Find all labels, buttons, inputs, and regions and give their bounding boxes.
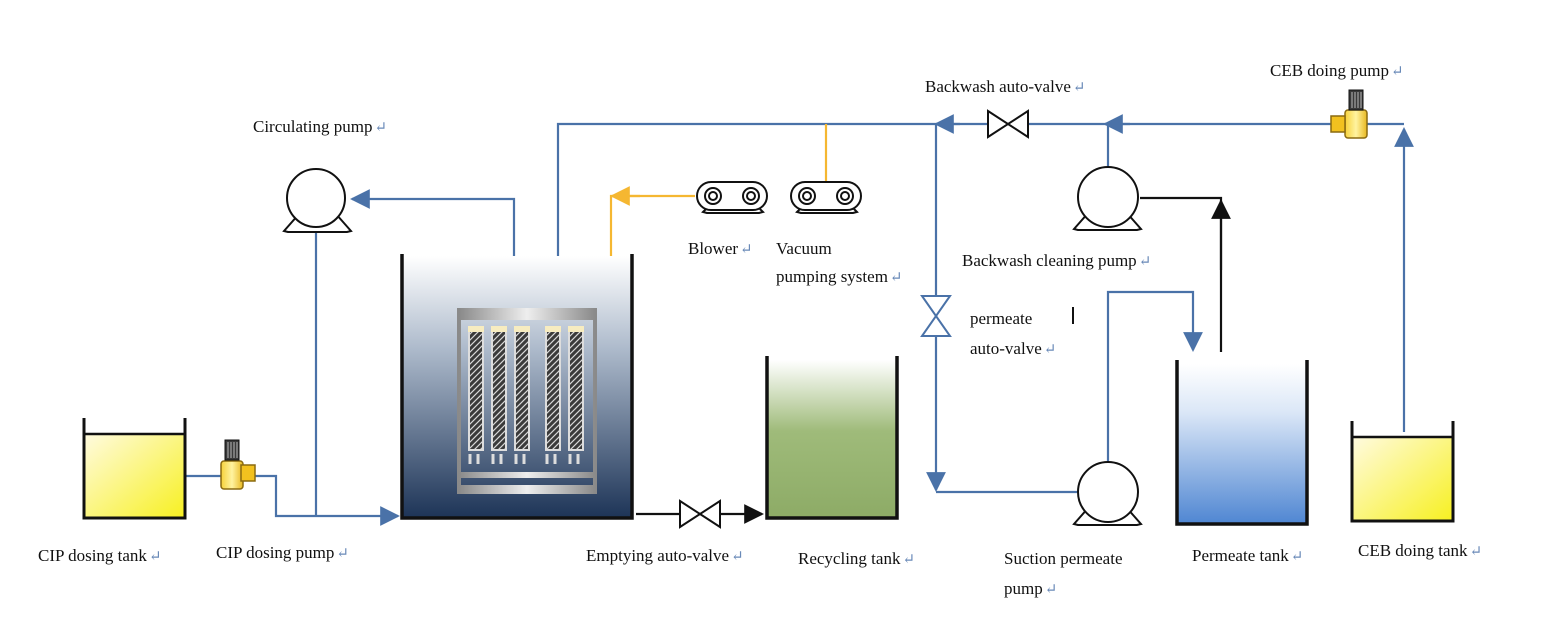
label-permeate-line1: permeate [970, 309, 1032, 328]
emptying-auto-valve[interactable] [679, 499, 721, 529]
label-backwash-auto-valve: Backwash auto-valve↵ [925, 77, 1085, 96]
label-cip-dosing-pump: CIP dosing pump↵ [216, 543, 349, 562]
top-header-pipe [556, 122, 1108, 305]
label-suction-line2: pump↵ [1004, 579, 1057, 598]
label-permeate-line2: auto-valve↵ [970, 339, 1056, 358]
label-circulating-pump: Circulating pump↵ [253, 117, 387, 136]
cip-dosing-pump[interactable] [220, 439, 256, 490]
backwash-pump-return [1140, 196, 1223, 352]
permeate-tank [1175, 360, 1309, 526]
label-vacuum-line1: Vacuum [776, 239, 832, 258]
label-ceb-doing-tank: CEB doing tank↵ [1358, 541, 1482, 560]
cip-pump-to-reactor [254, 474, 400, 526]
ceb-doing-pump[interactable] [1330, 89, 1368, 139]
membrane-module [457, 308, 597, 494]
ceb-doing-tank [1350, 421, 1455, 523]
label-permeate-tank: Permeate tank↵ [1192, 546, 1303, 565]
label-vacuum-line2: pumping system↵ [776, 267, 903, 286]
permeate-auto-valve[interactable] [920, 295, 952, 337]
label-suction-line1: Suction permeate [1004, 549, 1123, 568]
backwash-cleaning-pump[interactable] [1072, 166, 1143, 231]
cip-dosing-tank [82, 418, 187, 520]
label-emptying-auto-valve: Emptying auto-valve↵ [586, 546, 744, 565]
vacuum-pumping-system[interactable] [790, 181, 862, 214]
suction-permeate-pump[interactable] [1072, 461, 1143, 526]
label-recycling-tank: Recycling tank↵ [798, 549, 915, 568]
labels: Circulating pump↵ Backwash auto-valve↵ C… [38, 61, 1482, 598]
blower[interactable] [696, 181, 768, 214]
label-blower: Blower↵ [688, 239, 753, 258]
label-backwash-cleaning-pump: Backwash cleaning pump↵ [962, 251, 1151, 270]
suction-outlet-pipe [1106, 290, 1203, 463]
recycling-tank [765, 356, 899, 520]
backwash-auto-valve[interactable] [987, 109, 1029, 139]
label-cip-dosing-tank: CIP dosing tank↵ [38, 546, 162, 565]
label-ceb-doing-pump: CEB doing pump↵ [1270, 61, 1404, 80]
circulating-pump[interactable] [282, 168, 353, 233]
